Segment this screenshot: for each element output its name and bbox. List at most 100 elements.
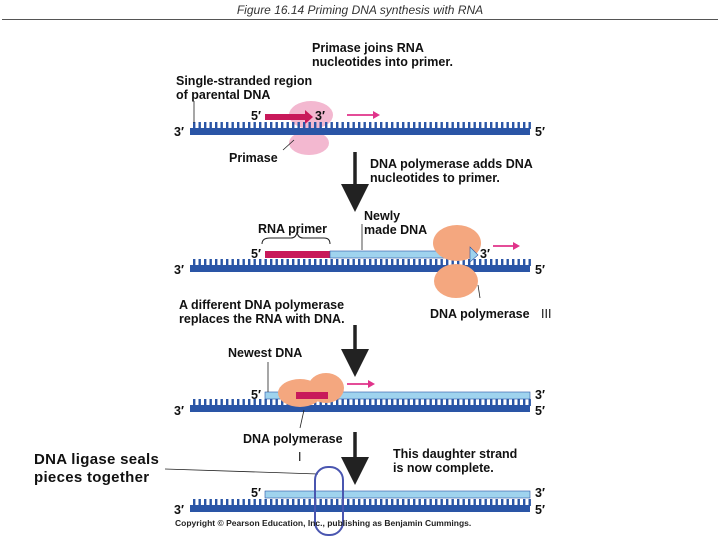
base-tick: [363, 122, 366, 129]
base-tick: [528, 399, 531, 406]
base-tick: [237, 499, 240, 506]
base-tick: [259, 499, 262, 506]
base-tick: [457, 499, 460, 506]
base-tick: [220, 122, 223, 129]
base-tick: [501, 499, 504, 506]
label-dna-polymerase-iii: DNA polymerase: [430, 307, 530, 321]
base-tick: [303, 499, 306, 506]
copyright-notice: Copyright © Pearson Education, Inc., pub…: [175, 518, 472, 528]
base-tick: [231, 259, 234, 266]
base-tick: [501, 259, 504, 266]
base-tick: [462, 259, 465, 266]
base-tick: [248, 259, 251, 266]
new-dna-arrowhead-2: [469, 246, 479, 263]
direction-arrowhead-3: [368, 380, 375, 388]
base-tick: [319, 122, 322, 129]
base-tick: [209, 122, 212, 129]
base-tick: [198, 499, 201, 506]
base-tick: [402, 499, 405, 506]
label-dna-polymerase-i: DNA polymerase: [243, 432, 343, 446]
base-tick: [363, 499, 366, 506]
base-tick: [242, 122, 245, 129]
base-tick: [490, 122, 493, 129]
base-tick: [209, 499, 212, 506]
base-tick: [407, 499, 410, 506]
base-tick: [385, 259, 388, 266]
base-tick: [209, 259, 212, 266]
direction-arrowhead-2: [513, 242, 520, 250]
base-tick: [484, 259, 487, 266]
base-tick: [341, 122, 344, 129]
stage-2: [190, 224, 531, 299]
base-tick: [226, 499, 229, 506]
base-tick: [297, 499, 300, 506]
base-tick: [198, 399, 201, 406]
base-tick: [517, 499, 520, 506]
base-tick: [220, 399, 223, 406]
base-tick: [215, 259, 218, 266]
base-tick: [193, 122, 196, 129]
base-tick: [479, 122, 482, 129]
base-tick: [297, 259, 300, 266]
label-daughter-complete: This daughter strand is now complete.: [393, 447, 518, 475]
base-tick: [286, 499, 289, 506]
primase-bottom-lobe: [289, 131, 329, 155]
base-tick: [374, 259, 377, 266]
new-dna-3: [264, 391, 531, 400]
base-tick: [418, 399, 421, 406]
base-tick: [198, 122, 201, 129]
rna-primer-1: [265, 114, 305, 120]
base-tick: [385, 399, 388, 406]
base-tick: [226, 122, 229, 129]
base-tick: [424, 122, 427, 129]
base-tick: [275, 259, 278, 266]
base-tick: [248, 122, 251, 129]
base-tick: [506, 499, 509, 506]
base-tick: [506, 122, 509, 129]
parental-strand-1-ticks: [193, 122, 531, 129]
base-tick: [451, 499, 454, 506]
base-tick: [396, 259, 399, 266]
parental-strand-3: [190, 405, 530, 412]
end-s3-top-3: 3′: [535, 388, 545, 402]
base-tick: [380, 399, 383, 406]
rna-primer-2: [265, 251, 330, 258]
base-tick: [270, 259, 273, 266]
base-tick: [198, 259, 201, 266]
base-tick: [435, 122, 438, 129]
label-ligase-seals: DNA ligase seals pieces together: [34, 451, 160, 486]
primase-pointer: [282, 139, 295, 151]
base-tick: [369, 122, 372, 129]
direction-arrowhead-1: [373, 111, 380, 119]
base-tick: [495, 259, 498, 266]
base-tick: [352, 122, 355, 129]
base-tick: [413, 499, 416, 506]
base-tick: [204, 399, 207, 406]
base-tick: [473, 499, 476, 506]
base-tick: [193, 259, 196, 266]
base-tick: [319, 499, 322, 506]
base-tick: [484, 122, 487, 129]
base-tick: [325, 259, 328, 266]
base-tick: [468, 399, 471, 406]
base-tick: [380, 499, 383, 506]
base-tick: [468, 122, 471, 129]
base-tick: [281, 499, 284, 506]
base-tick: [407, 259, 410, 266]
base-tick: [220, 259, 223, 266]
base-tick: [446, 399, 449, 406]
stage-1: [190, 101, 531, 155]
base-tick: [314, 259, 317, 266]
end-s2-top-3: 3′: [480, 247, 490, 261]
base-tick: [440, 399, 443, 406]
base-tick: [275, 499, 278, 506]
base-tick: [237, 399, 240, 406]
base-tick: [479, 399, 482, 406]
stage-3: [190, 362, 531, 429]
base-tick: [440, 499, 443, 506]
figure-title: Figure 16.14 Priming DNA synthesis with …: [236, 3, 484, 17]
base-tick: [264, 122, 267, 129]
base-tick: [352, 499, 355, 506]
base-tick: [402, 399, 405, 406]
